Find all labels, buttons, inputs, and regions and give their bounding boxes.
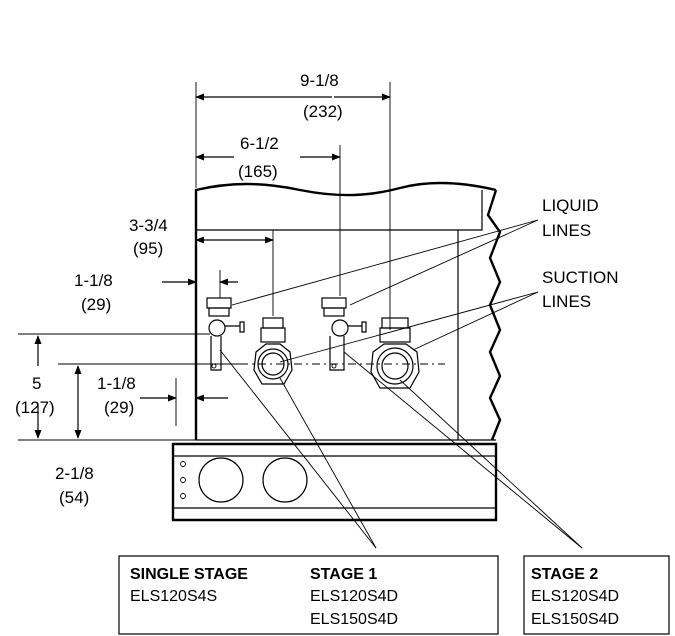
rail-hole [180, 477, 186, 483]
dim-95: (95) [133, 239, 163, 258]
legend-stage1-model-2: ELS150S4D [310, 611, 398, 628]
legend-single-stage-header: SINGLE STAGE [130, 566, 248, 583]
dim-165: (165) [238, 162, 278, 181]
dim-29-bottom: (29) [104, 398, 134, 417]
suction-lines-label-2: LINES [542, 292, 591, 311]
stage2-suction-valve [370, 317, 420, 389]
stage1-liquid-valve [206, 297, 245, 371]
liquid-lines-label-1: LIQUID [542, 196, 599, 215]
suction-lines-label-1: SUCTION [542, 268, 619, 287]
dim-6-1-2: 6-1/2 [240, 134, 279, 153]
legend-stage1-model-1: ELS120S4D [310, 588, 398, 605]
legend-single-stage-model: ELS120S4S [130, 588, 217, 605]
stage2-liquid-valve [321, 297, 367, 371]
dim-2-1-8: 2-1/8 [55, 464, 94, 483]
dim-9-1-8: 9-1/8 [300, 71, 339, 90]
unit-cabinet [194, 181, 502, 441]
stage1-suction-valve [253, 317, 293, 385]
legend-stage2-model-1: ELS120S4D [531, 588, 619, 605]
dim-1-1-8-bottom: 1-1/8 [97, 374, 136, 393]
rail-hole [180, 493, 186, 499]
dim-1-1-8-top: 1-1/8 [74, 271, 113, 290]
rail-hole [180, 461, 186, 467]
dim-54: (54) [59, 488, 89, 507]
dimension-lines [18, 82, 391, 441]
legend-stage2-header: STAGE 2 [531, 566, 598, 583]
liquid-lines-label-2: LINES [542, 221, 591, 240]
dim-3-3-4: 3-3/4 [129, 216, 168, 235]
knockout-hole [262, 457, 308, 503]
legend-box-stage2 [523, 555, 670, 635]
legend-stage2-model-2: ELS150S4D [531, 611, 619, 628]
dim-5: 5 [32, 374, 41, 393]
dim-232: (232) [303, 102, 343, 121]
dim-29-top: (29) [81, 295, 111, 314]
legend-box-single-stage1 [118, 555, 499, 635]
leader-lines [219, 219, 583, 549]
knockout-hole [198, 457, 244, 503]
base-rail [171, 442, 498, 522]
dim-127: (127) [15, 398, 55, 417]
legend-stage1-header: STAGE 1 [310, 566, 377, 583]
